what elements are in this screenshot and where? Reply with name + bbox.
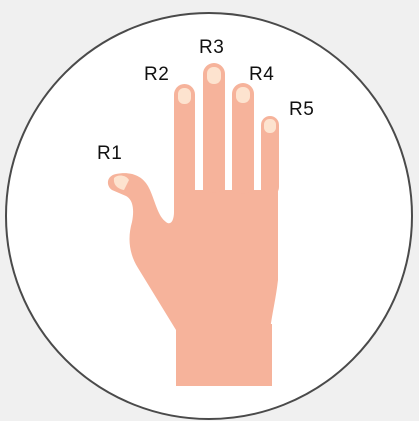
- nail-little: [264, 119, 276, 133]
- finger-gap: [225, 120, 232, 190]
- nail-ring: [236, 87, 250, 103]
- wrist: [176, 324, 272, 386]
- label-r2: R2: [144, 64, 169, 85]
- nail-index: [178, 88, 191, 104]
- label-r5: R5: [289, 99, 314, 120]
- nail-middle: [207, 67, 221, 84]
- finger-gap: [254, 130, 261, 190]
- label-r1: R1: [97, 143, 122, 164]
- label-r3: R3: [199, 37, 224, 58]
- label-r4: R4: [249, 64, 274, 85]
- finger-gap: [195, 120, 203, 190]
